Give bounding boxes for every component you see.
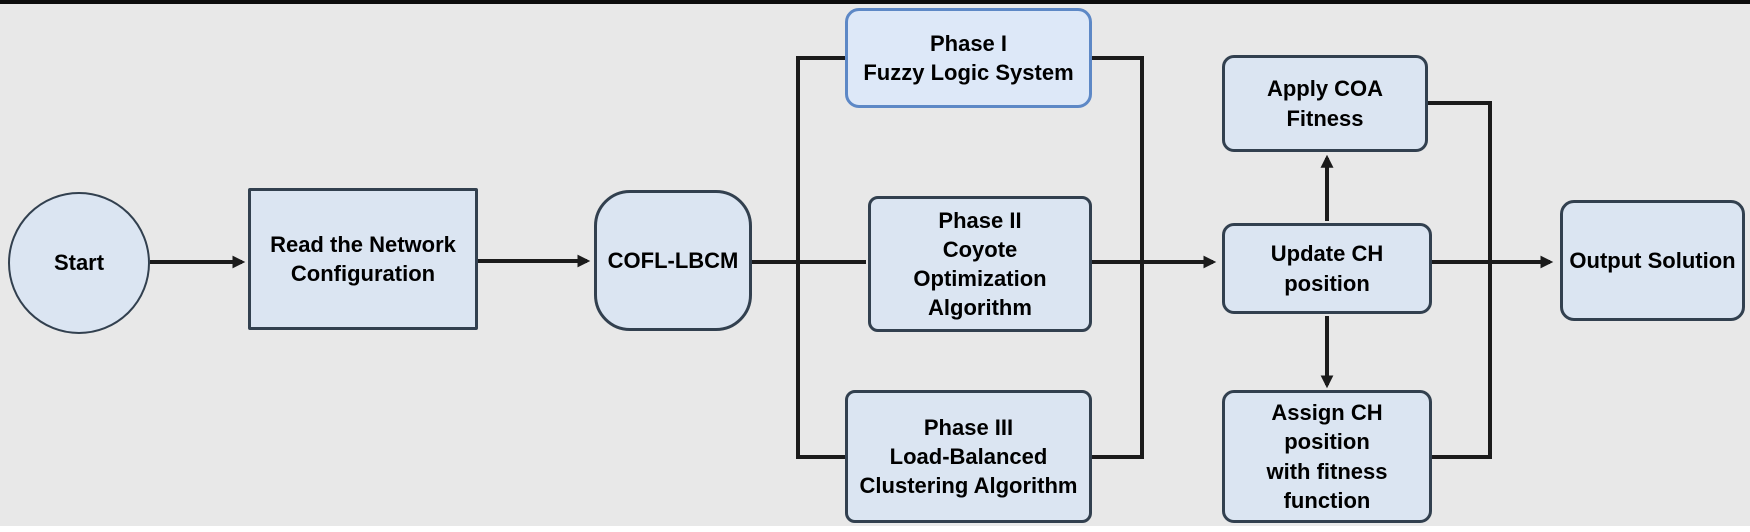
phase2-coyote-optimization-label: Phase II Coyote Optimization Algorithm: [913, 207, 1047, 321]
phase2-coyote-optimization-node: Phase II Coyote Optimization Algorithm: [868, 196, 1092, 332]
output-solution-label: Output Solution: [1569, 247, 1736, 273]
phase3-load-balanced-clustering-node: Phase III Load-Balanced Clustering Algor…: [845, 390, 1092, 523]
read-network-configuration-node: Read the Network Configuration: [248, 188, 478, 330]
output-solution-node: Output Solution: [1560, 200, 1745, 321]
cofl-lbcm-label: COFL-LBCM: [607, 247, 739, 273]
update-ch-position-node: Update CH position: [1222, 223, 1432, 314]
phase1-fuzzy-logic-node: Phase I Fuzzy Logic System: [845, 8, 1092, 108]
phase1-fuzzy-logic-label: Phase I Fuzzy Logic System: [863, 30, 1074, 85]
apply-coa-fitness-node: Apply COA Fitness: [1222, 55, 1428, 152]
edge-branch-to-phases: [796, 56, 845, 459]
update-ch-position-label: Update CH position: [1270, 241, 1384, 296]
edge-assign-merge: [1432, 262, 1492, 459]
read-network-configuration-label: Read the Network Configuration: [270, 231, 456, 286]
edge-phases-converge: [1092, 56, 1144, 459]
start-node: Start: [8, 192, 150, 334]
start-node-label: Start: [53, 250, 105, 276]
cofl-lbcm-node: COFL-LBCM: [594, 190, 752, 331]
assign-ch-position-label: Assign CH position with fitness function: [1266, 400, 1388, 513]
assign-ch-position-node: Assign CH position with fitness function: [1222, 390, 1432, 523]
edge-apply-merge: [1428, 101, 1492, 262]
phase3-load-balanced-clustering-label: Phase III Load-Balanced Clustering Algor…: [859, 414, 1078, 499]
apply-coa-fitness-label: Apply COA Fitness: [1266, 76, 1384, 131]
